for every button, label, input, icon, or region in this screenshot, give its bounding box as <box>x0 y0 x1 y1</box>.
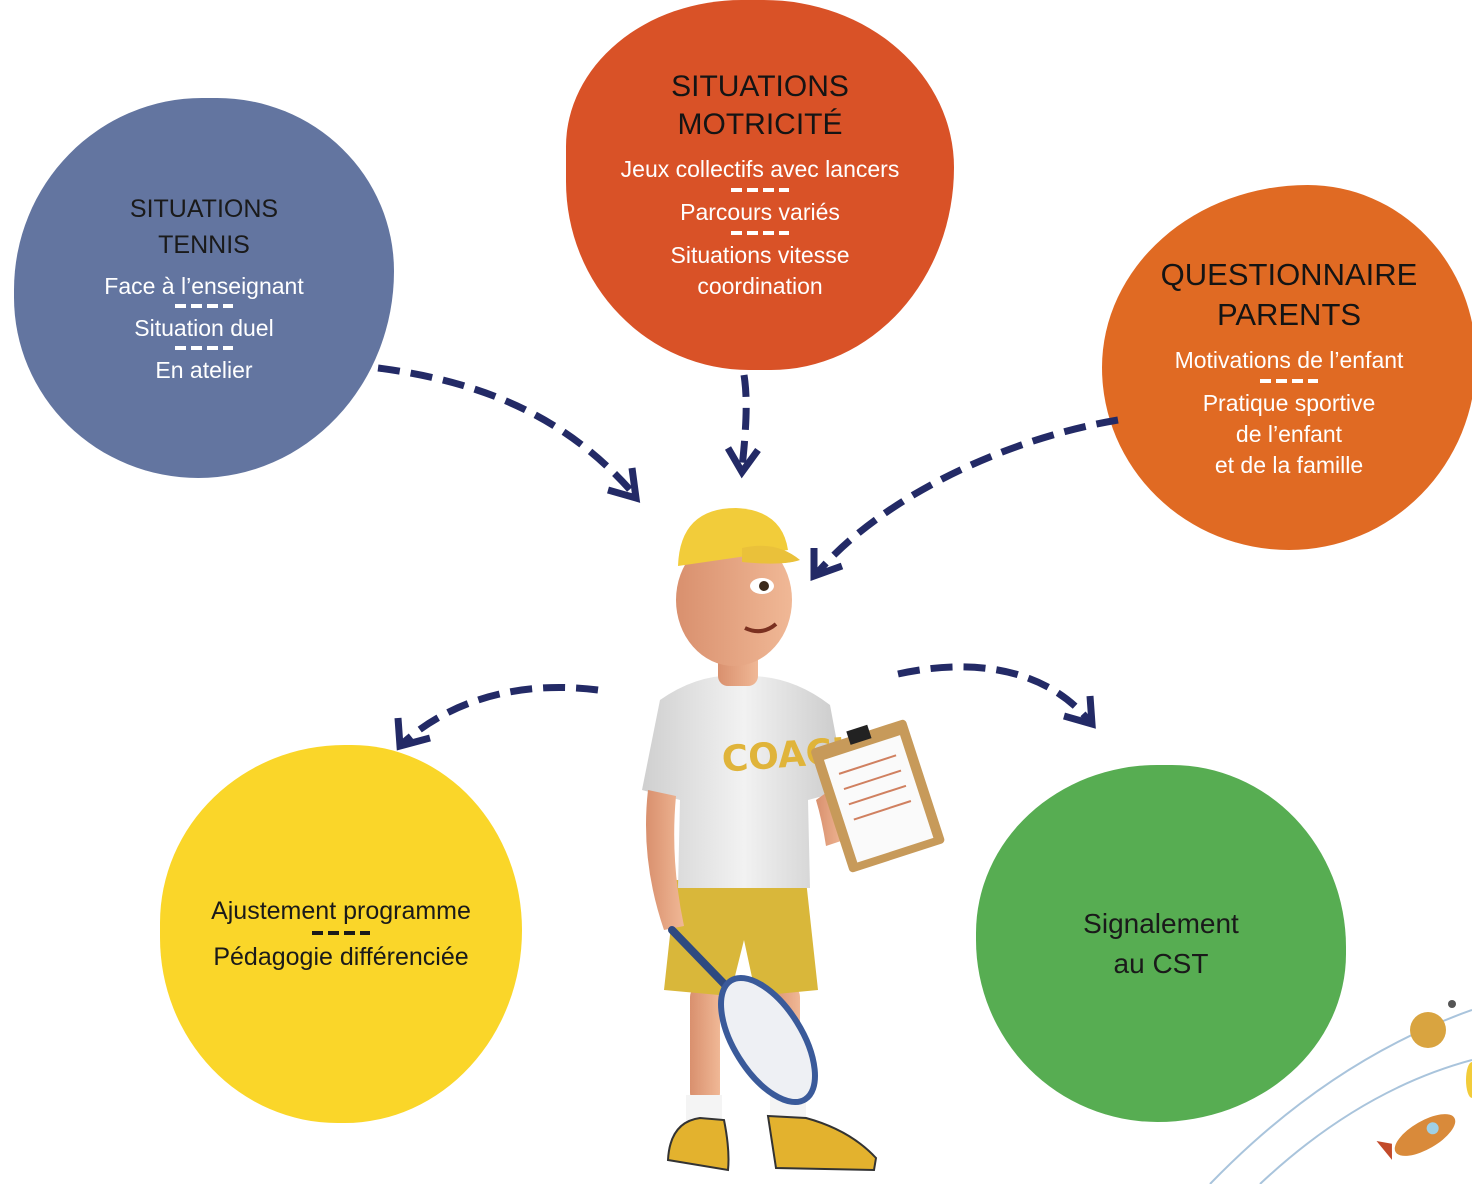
arrow-parents-to-coach <box>815 416 1119 575</box>
separator <box>731 231 789 235</box>
bubble-signalement: Signalement au CST <box>976 765 1346 1122</box>
bubble-item: au CST <box>1113 947 1209 979</box>
bubble-item: de l’enfant <box>1235 420 1343 447</box>
bubble-item: Parcours variés <box>680 199 840 225</box>
bubble-title: MOTRICITÉ <box>677 108 843 141</box>
arrowhead <box>394 717 431 751</box>
bubble-item: Face à l’enseignant <box>104 273 304 299</box>
arrow-coach-to-ajustement <box>399 684 599 747</box>
arrow-tennis-to-coach <box>377 364 635 495</box>
bubble-item: Motivations de l’enfant <box>1174 346 1404 373</box>
bubble-title: PARENTS <box>1216 296 1362 332</box>
rocket-icon <box>1376 1114 1456 1160</box>
arrowhead <box>810 548 844 581</box>
bubble-item: Signalement <box>1083 907 1239 939</box>
separator <box>175 346 233 350</box>
bubble-title: SITUATIONS <box>671 70 849 103</box>
bubble-title: SITUATIONS <box>129 195 279 223</box>
separator <box>1260 378 1318 383</box>
arrow-coach-to-signalement <box>897 663 1093 725</box>
bubble-situations-tennis: SITUATIONS TENNIS Face à l’enseignant Si… <box>14 98 394 478</box>
arrowhead <box>1063 695 1096 729</box>
bubble-item: et de la famille <box>1214 451 1364 478</box>
bubble-item: coordination <box>697 273 823 299</box>
bubble-ajustement: Ajustement programme Pédagogie différenc… <box>160 745 522 1123</box>
bubble-item: Situation duel <box>134 315 274 341</box>
bubble-item: Situations vitesse <box>670 242 850 268</box>
coach-illustration: COACH <box>642 508 945 1172</box>
planet-icon <box>1410 1012 1446 1048</box>
arrowhead <box>724 446 761 479</box>
arrow-motricite-to-coach <box>738 374 750 469</box>
decorative-corner <box>1209 1000 1472 1184</box>
bubble-item: Pratique sportive <box>1202 389 1376 416</box>
arrows <box>377 364 1119 751</box>
bubble-item: Ajustement programme <box>211 897 471 925</box>
separator <box>731 188 789 192</box>
arrowhead <box>607 467 641 503</box>
separator <box>312 931 370 935</box>
bubble-item: En atelier <box>155 357 253 383</box>
bubble-questionnaire-parents: QUESTIONNAIRE PARENTS Motivations de l’e… <box>1102 185 1472 550</box>
bubble-item: Jeux collectifs avec lancers <box>620 156 900 182</box>
bubble-title: TENNIS <box>158 231 250 259</box>
bubble-title: QUESTIONNAIRE <box>1160 256 1418 292</box>
bubble-item: Pédagogie différenciée <box>213 943 469 971</box>
separator <box>175 304 233 308</box>
bubble-situations-motricite: SITUATIONS MOTRICITÉ Jeux collectifs ave… <box>566 0 954 370</box>
